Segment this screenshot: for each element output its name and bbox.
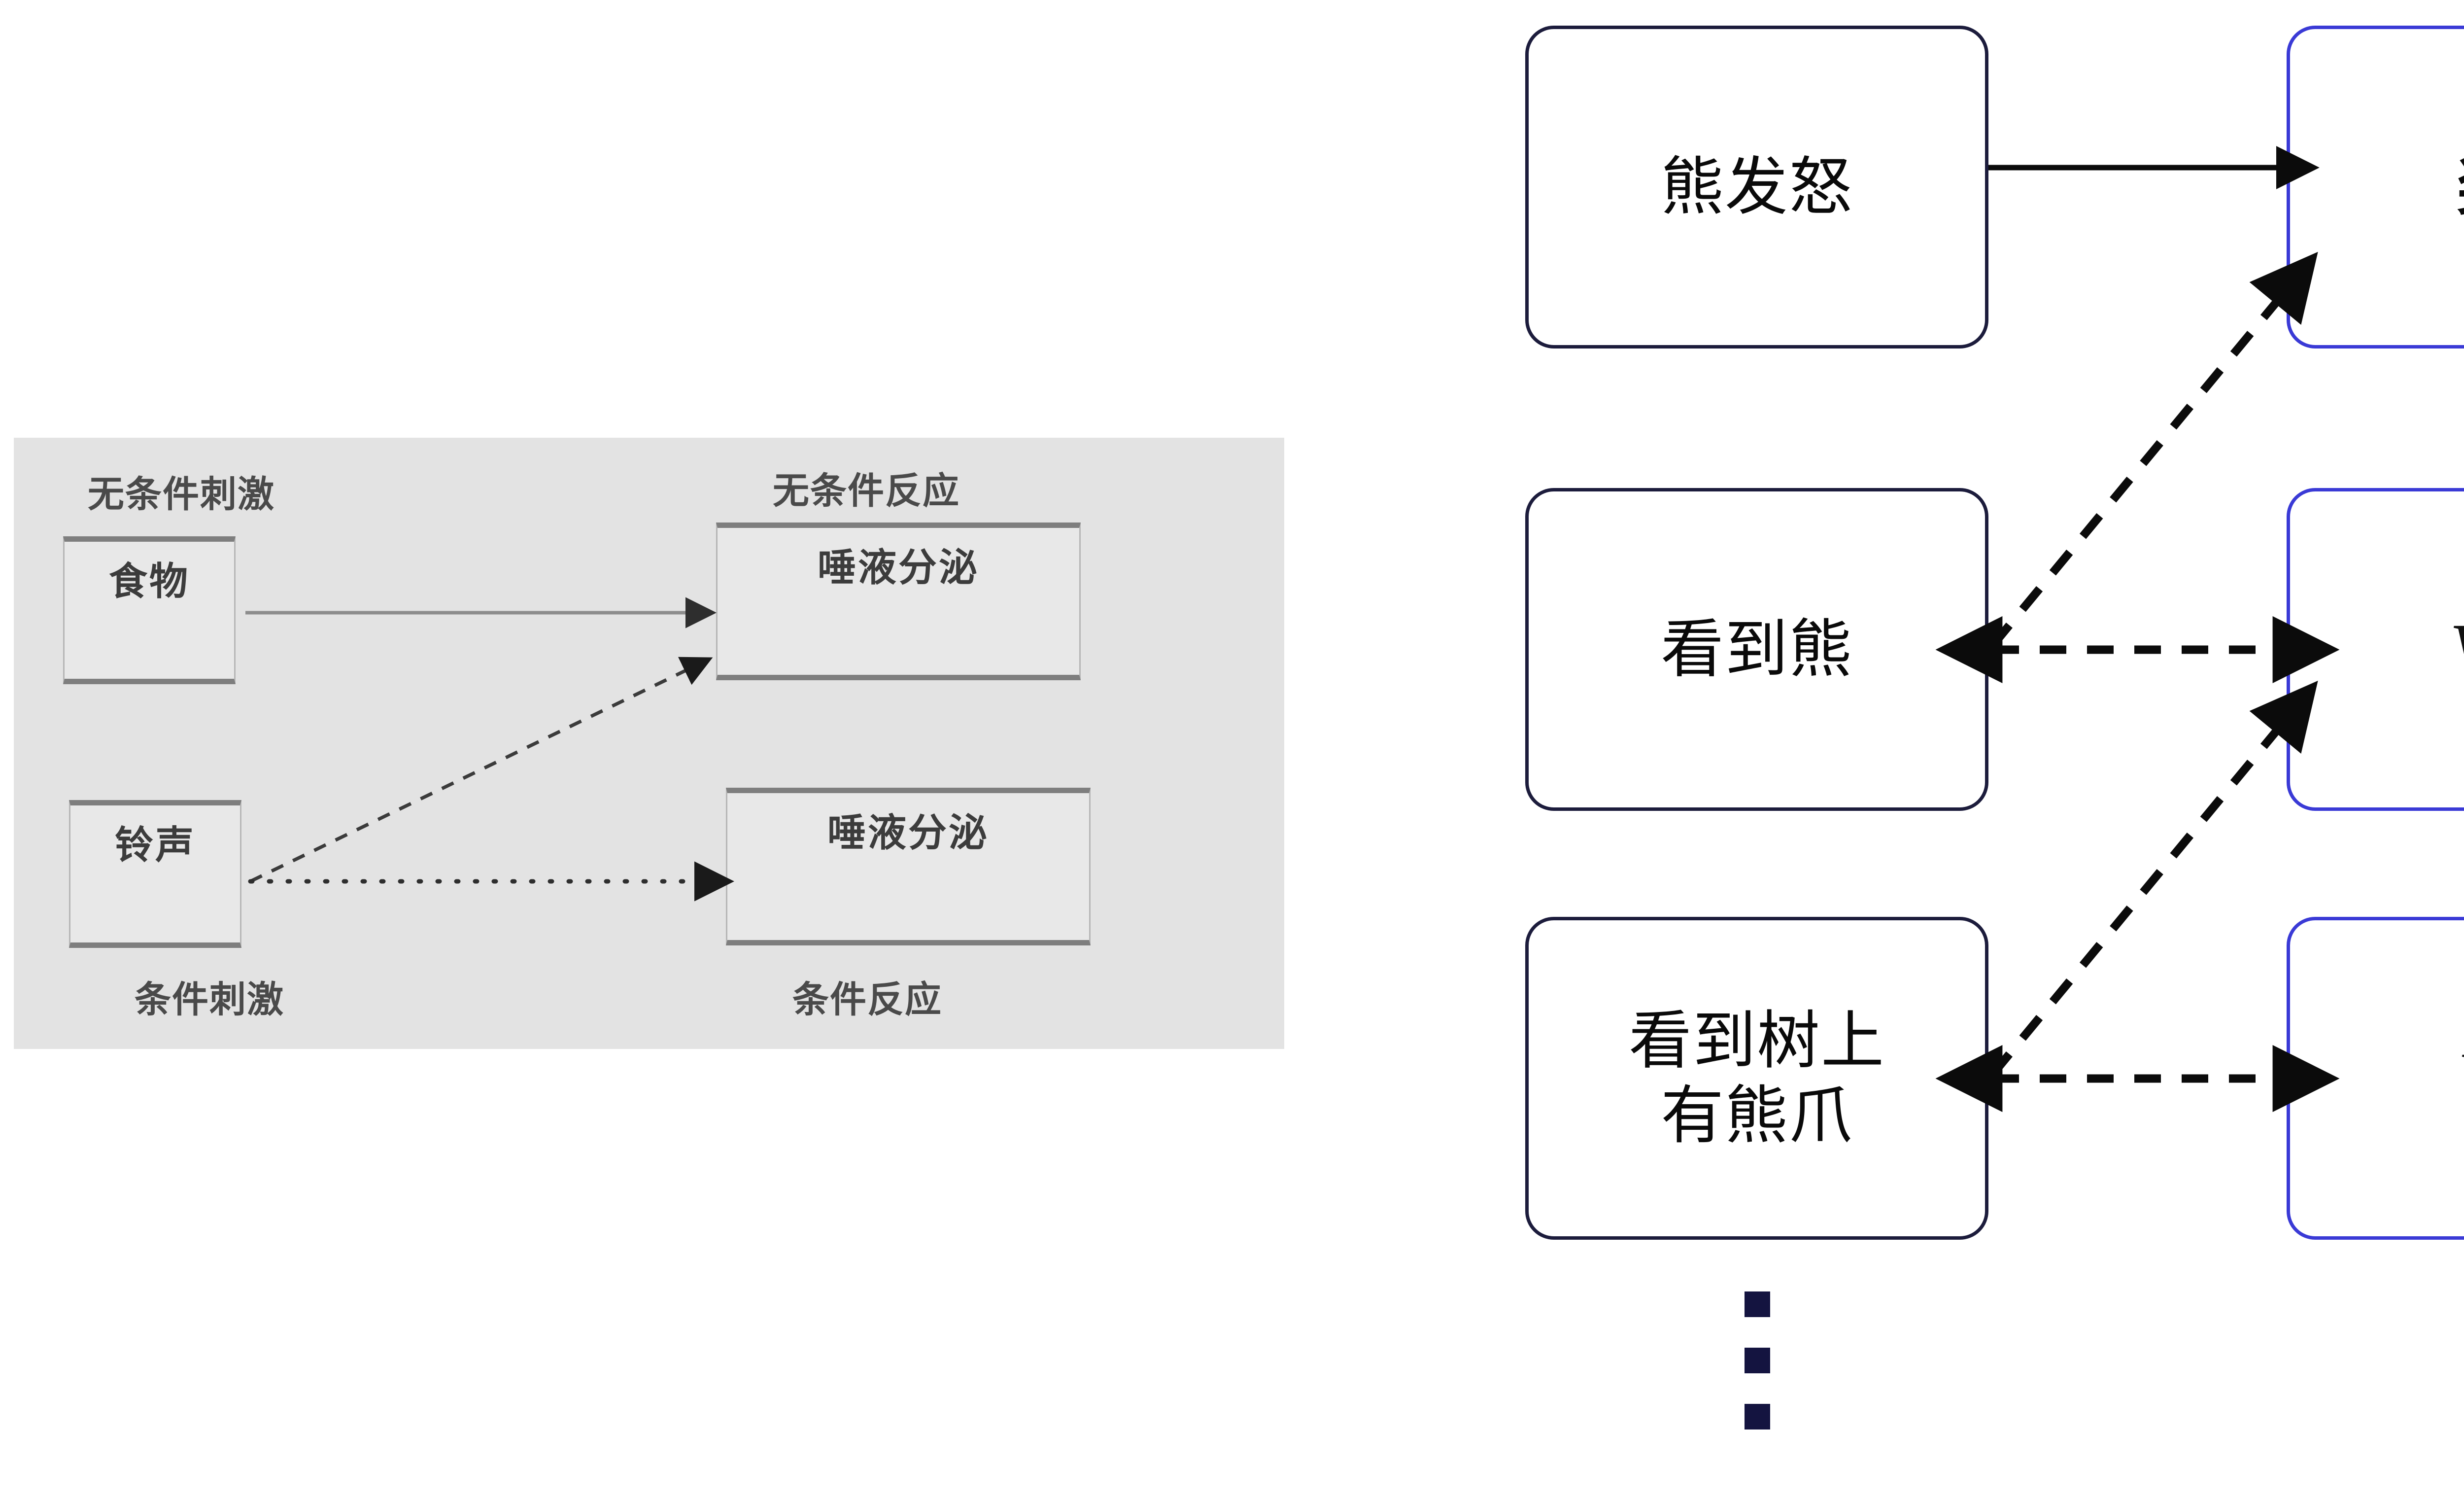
caption-conditioned-response: 条件反应 xyxy=(792,978,942,1021)
pavlov-conditioning-panel: 无条件刺激 无条件反应 条件刺激 条件反应 食物 铃声 唾液分泌 唾液分泌 xyxy=(14,438,1284,1049)
pavlov-box-salivation-conditioned: 唾液分泌 xyxy=(726,788,1091,945)
caption-unconditioned-stimulus: 无条件刺激 xyxy=(88,473,275,516)
node-see-bear-claw-on-tree[interactable]: 看到树上 有熊爪 xyxy=(1525,917,1988,1240)
continuation-dot xyxy=(1745,1404,1770,1429)
node-reward-label: 奖励 xyxy=(2457,150,2464,224)
caption-conditioned-stimulus: 条件刺激 xyxy=(135,978,284,1021)
caption-unconditioned-response: 无条件反应 xyxy=(773,470,960,512)
pavlov-box-bell-label: 铃声 xyxy=(114,823,196,868)
node-reward[interactable]: 奖励 xyxy=(2287,26,2464,349)
pavlov-box-salivation-unconditioned: 唾液分泌 xyxy=(716,523,1081,680)
continuation-dot xyxy=(1745,1348,1770,1373)
node-value-s-prime-label: V(s′) xyxy=(2450,607,2464,692)
pavlov-arrow-layer xyxy=(245,597,734,902)
node-see-bear-label: 看到熊 xyxy=(1660,612,1853,686)
node-see-bear-claw-on-tree-label: 看到树上 有熊爪 xyxy=(1628,1004,1885,1152)
pavlov-box-food-label: 食物 xyxy=(108,559,190,604)
pavlov-box-salivation-unconditioned-label: 唾液分泌 xyxy=(817,546,979,590)
pavlov-box-food: 食物 xyxy=(63,536,236,684)
node-value-s-prime[interactable]: V(s′) xyxy=(2287,488,2464,811)
node-see-bear[interactable]: 看到熊 xyxy=(1525,488,1988,811)
edge-see-bear-to-reward xyxy=(1989,251,2318,649)
node-bear-angry-label: 熊发怒 xyxy=(1660,150,1853,224)
node-value-s[interactable]: V(s) xyxy=(2287,917,2464,1240)
pavlov-box-salivation-conditioned-label: 唾液分泌 xyxy=(827,811,989,855)
continuation-dot xyxy=(1745,1291,1770,1317)
td-learning-diagram: 熊发怒 看到熊 看到树上 有熊爪 奖励 V(s′) V(s) xyxy=(1478,0,2464,1499)
pavlov-arrow-bell-to-salivation-diagonal xyxy=(249,657,713,883)
edge-claw-to-value-s-prime xyxy=(1989,680,2318,1078)
continuation-dots-left xyxy=(1745,1291,1770,1429)
pavlov-box-bell: 铃声 xyxy=(69,800,241,948)
node-bear-angry[interactable]: 熊发怒 xyxy=(1525,26,1988,349)
node-value-s-label: V(s) xyxy=(2458,1036,2464,1121)
